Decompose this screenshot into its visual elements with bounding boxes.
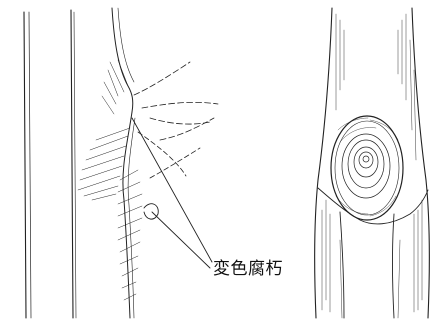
right-flare-lines bbox=[318, 188, 428, 318]
decay-hatching-left bbox=[78, 60, 142, 300]
branch-stub-upper bbox=[134, 62, 218, 140]
branch-stub-lower bbox=[138, 132, 200, 178]
left-trunk-outline bbox=[24, 10, 76, 318]
scar-ring-shading bbox=[336, 118, 398, 216]
right-trunk-outline bbox=[315, 8, 430, 318]
callout-label-discolored-decay: 変色腐朽 bbox=[213, 254, 283, 279]
decay-knot-marker bbox=[144, 204, 158, 219]
right-bark-hatching bbox=[322, 14, 422, 318]
scar-rings-inner bbox=[342, 134, 390, 198]
callout-leader-lines bbox=[132, 118, 212, 268]
